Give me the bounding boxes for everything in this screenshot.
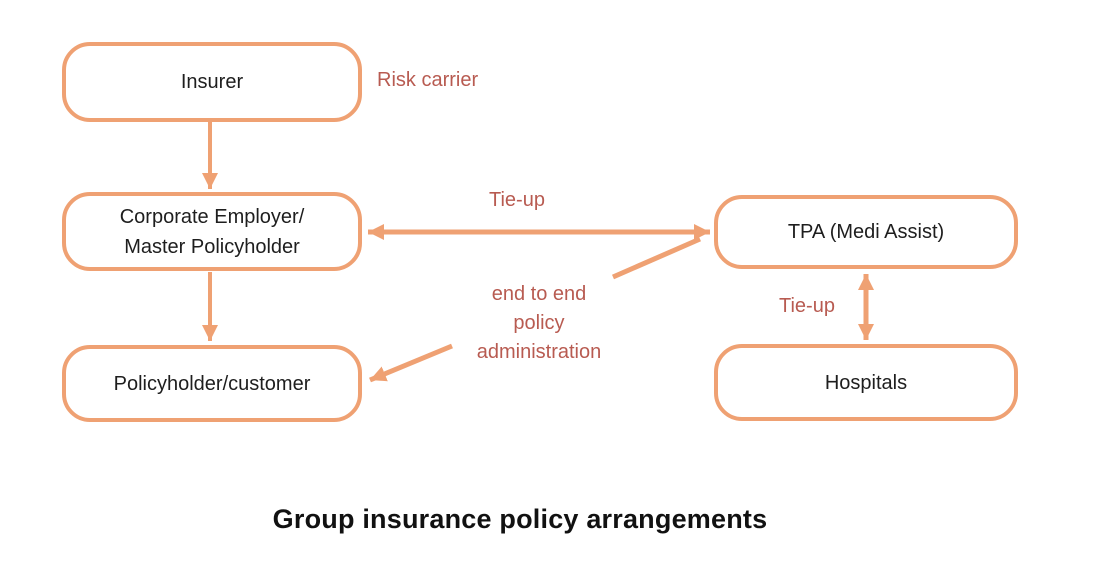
annotation-end-to-end-policy-administration: end to end policy administration bbox=[476, 283, 602, 363]
diagram-title: Group insurance policy arrangements bbox=[272, 504, 768, 534]
annotation-risk-carrier: Risk carrier bbox=[377, 69, 479, 91]
node-insurer-label: Insurer bbox=[180, 71, 244, 93]
node-tpa: TPA (Medi Assist) bbox=[714, 195, 1018, 269]
annotation-tie-up-corporate-tpa: Tie-up bbox=[489, 189, 545, 211]
node-hospitals-label: Hospitals bbox=[824, 371, 908, 394]
node-corporate-employer-label: Corporate Employer/ Master Policyholder bbox=[119, 205, 305, 258]
node-policyholder-customer-label: Policyholder/customer bbox=[113, 372, 311, 395]
node-hospitals: Hospitals bbox=[714, 344, 1018, 421]
annotation-tie-up-tpa-hospitals: Tie-up bbox=[779, 295, 835, 317]
node-corporate-employer: Corporate Employer/ Master Policyholder bbox=[62, 192, 362, 271]
arrow-endtoend-to-tpa bbox=[611, 236, 702, 280]
node-tpa-label: TPA (Medi Assist) bbox=[787, 221, 945, 243]
node-policyholder-customer: Policyholder/customer bbox=[62, 345, 362, 422]
node-insurer: Insurer bbox=[62, 42, 362, 122]
